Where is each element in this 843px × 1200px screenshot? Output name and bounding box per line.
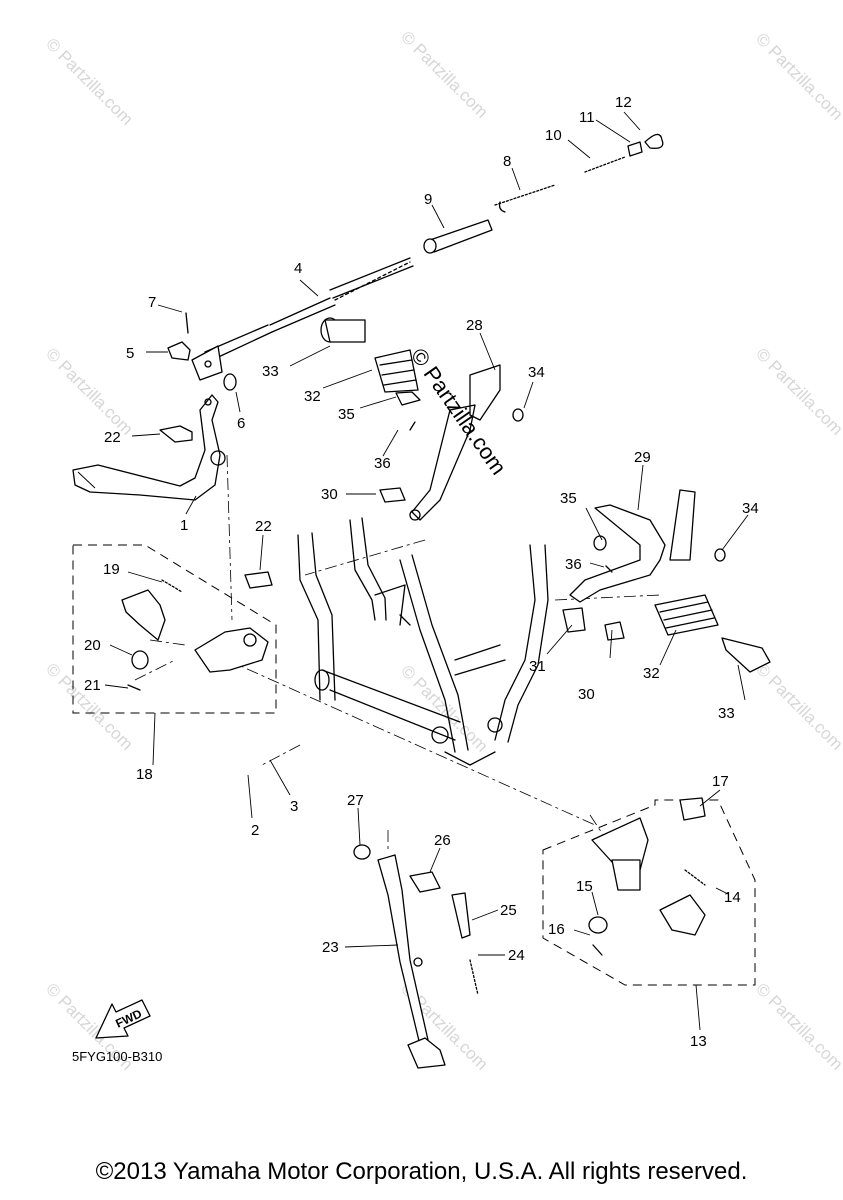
callout-3: 3 bbox=[290, 798, 298, 815]
watermark: © Partzilla.com bbox=[42, 344, 136, 438]
right-footrest bbox=[588, 797, 706, 956]
group-box-13 bbox=[542, 799, 756, 986]
callout-12: 12 bbox=[615, 94, 632, 111]
watermark: © Partzilla.com bbox=[752, 659, 843, 753]
callout-8: 8 bbox=[503, 153, 511, 170]
watermark: © Partzilla.com bbox=[752, 29, 843, 123]
fwd-arrow-icon: FWD bbox=[95, 999, 151, 1039]
callout-23: 23 bbox=[322, 939, 339, 956]
callout-32a: 32 bbox=[304, 388, 321, 405]
callout-9: 9 bbox=[424, 191, 432, 208]
watermark: © Partzilla.com bbox=[397, 27, 491, 121]
callout-36b: 36 bbox=[565, 556, 582, 573]
callout-35a: 35 bbox=[338, 406, 355, 423]
frame bbox=[297, 517, 549, 766]
callout-21: 21 bbox=[84, 677, 101, 694]
callout-7: 7 bbox=[148, 294, 156, 311]
callout-33b: 33 bbox=[718, 705, 735, 722]
callout-5: 5 bbox=[126, 345, 134, 362]
leader-lines bbox=[104, 111, 749, 1031]
callout-36a: 36 bbox=[374, 455, 391, 472]
callout-10: 10 bbox=[545, 127, 562, 144]
callout-24: 24 bbox=[508, 947, 525, 964]
callout-33a: 33 bbox=[262, 363, 279, 380]
group-box-18 bbox=[72, 544, 277, 714]
callout-16: 16 bbox=[548, 921, 565, 938]
callout-26: 26 bbox=[434, 832, 451, 849]
callout-1: 1 bbox=[180, 517, 188, 534]
center-watermark: © Partzilla.com bbox=[406, 344, 512, 480]
callout-25: 25 bbox=[500, 902, 517, 919]
brake-rod-assembly bbox=[191, 133, 664, 381]
callout-15: 15 bbox=[576, 878, 593, 895]
watermark: © Partzilla.com bbox=[752, 979, 843, 1073]
callout-31: 31 bbox=[529, 658, 546, 675]
assembly-lines bbox=[134, 454, 661, 869]
watermark: © Partzilla.com bbox=[42, 34, 136, 128]
diagram-ref-code: 5FYG100-B310 bbox=[72, 1049, 162, 1064]
callout-22a: 22 bbox=[104, 429, 121, 446]
brake-pedal bbox=[72, 312, 237, 501]
callout-4: 4 bbox=[294, 260, 302, 277]
callout-27: 27 bbox=[347, 792, 364, 809]
sidestand bbox=[353, 844, 479, 1069]
fwd-label: FWD bbox=[113, 1006, 144, 1030]
callout-18: 18 bbox=[136, 766, 153, 783]
callout-17: 17 bbox=[712, 773, 729, 790]
callout-30b: 30 bbox=[578, 686, 595, 703]
callout-19: 19 bbox=[103, 561, 120, 578]
left-footrest bbox=[121, 571, 273, 691]
callout-14: 14 bbox=[724, 889, 741, 906]
watermark: © Partzilla.com bbox=[752, 344, 843, 438]
callout-13: 13 bbox=[690, 1033, 707, 1050]
callout-30a: 30 bbox=[321, 486, 338, 503]
callout-2: 2 bbox=[251, 822, 259, 839]
callout-32b: 32 bbox=[643, 665, 660, 682]
callout-29: 29 bbox=[634, 449, 651, 466]
copyright-notice: ©2013 Yamaha Motor Corporation, U.S.A. A… bbox=[95, 1158, 748, 1185]
left-footpeg bbox=[320, 317, 524, 521]
right-footpeg bbox=[562, 489, 771, 673]
watermark: © Partzilla.com bbox=[42, 659, 136, 753]
callout-6: 6 bbox=[237, 415, 245, 432]
callout-28: 28 bbox=[466, 317, 483, 334]
callout-22b: 22 bbox=[255, 518, 272, 535]
callout-20: 20 bbox=[84, 637, 101, 654]
callout-34a: 34 bbox=[528, 364, 545, 381]
callout-34b: 34 bbox=[742, 500, 759, 517]
callout-35b: 35 bbox=[560, 490, 577, 507]
callout-11: 11 bbox=[579, 109, 595, 126]
callout-layer: 1 2 3 4 5 6 7 8 9 10 11 12 13 14 15 16 1… bbox=[84, 94, 759, 1050]
